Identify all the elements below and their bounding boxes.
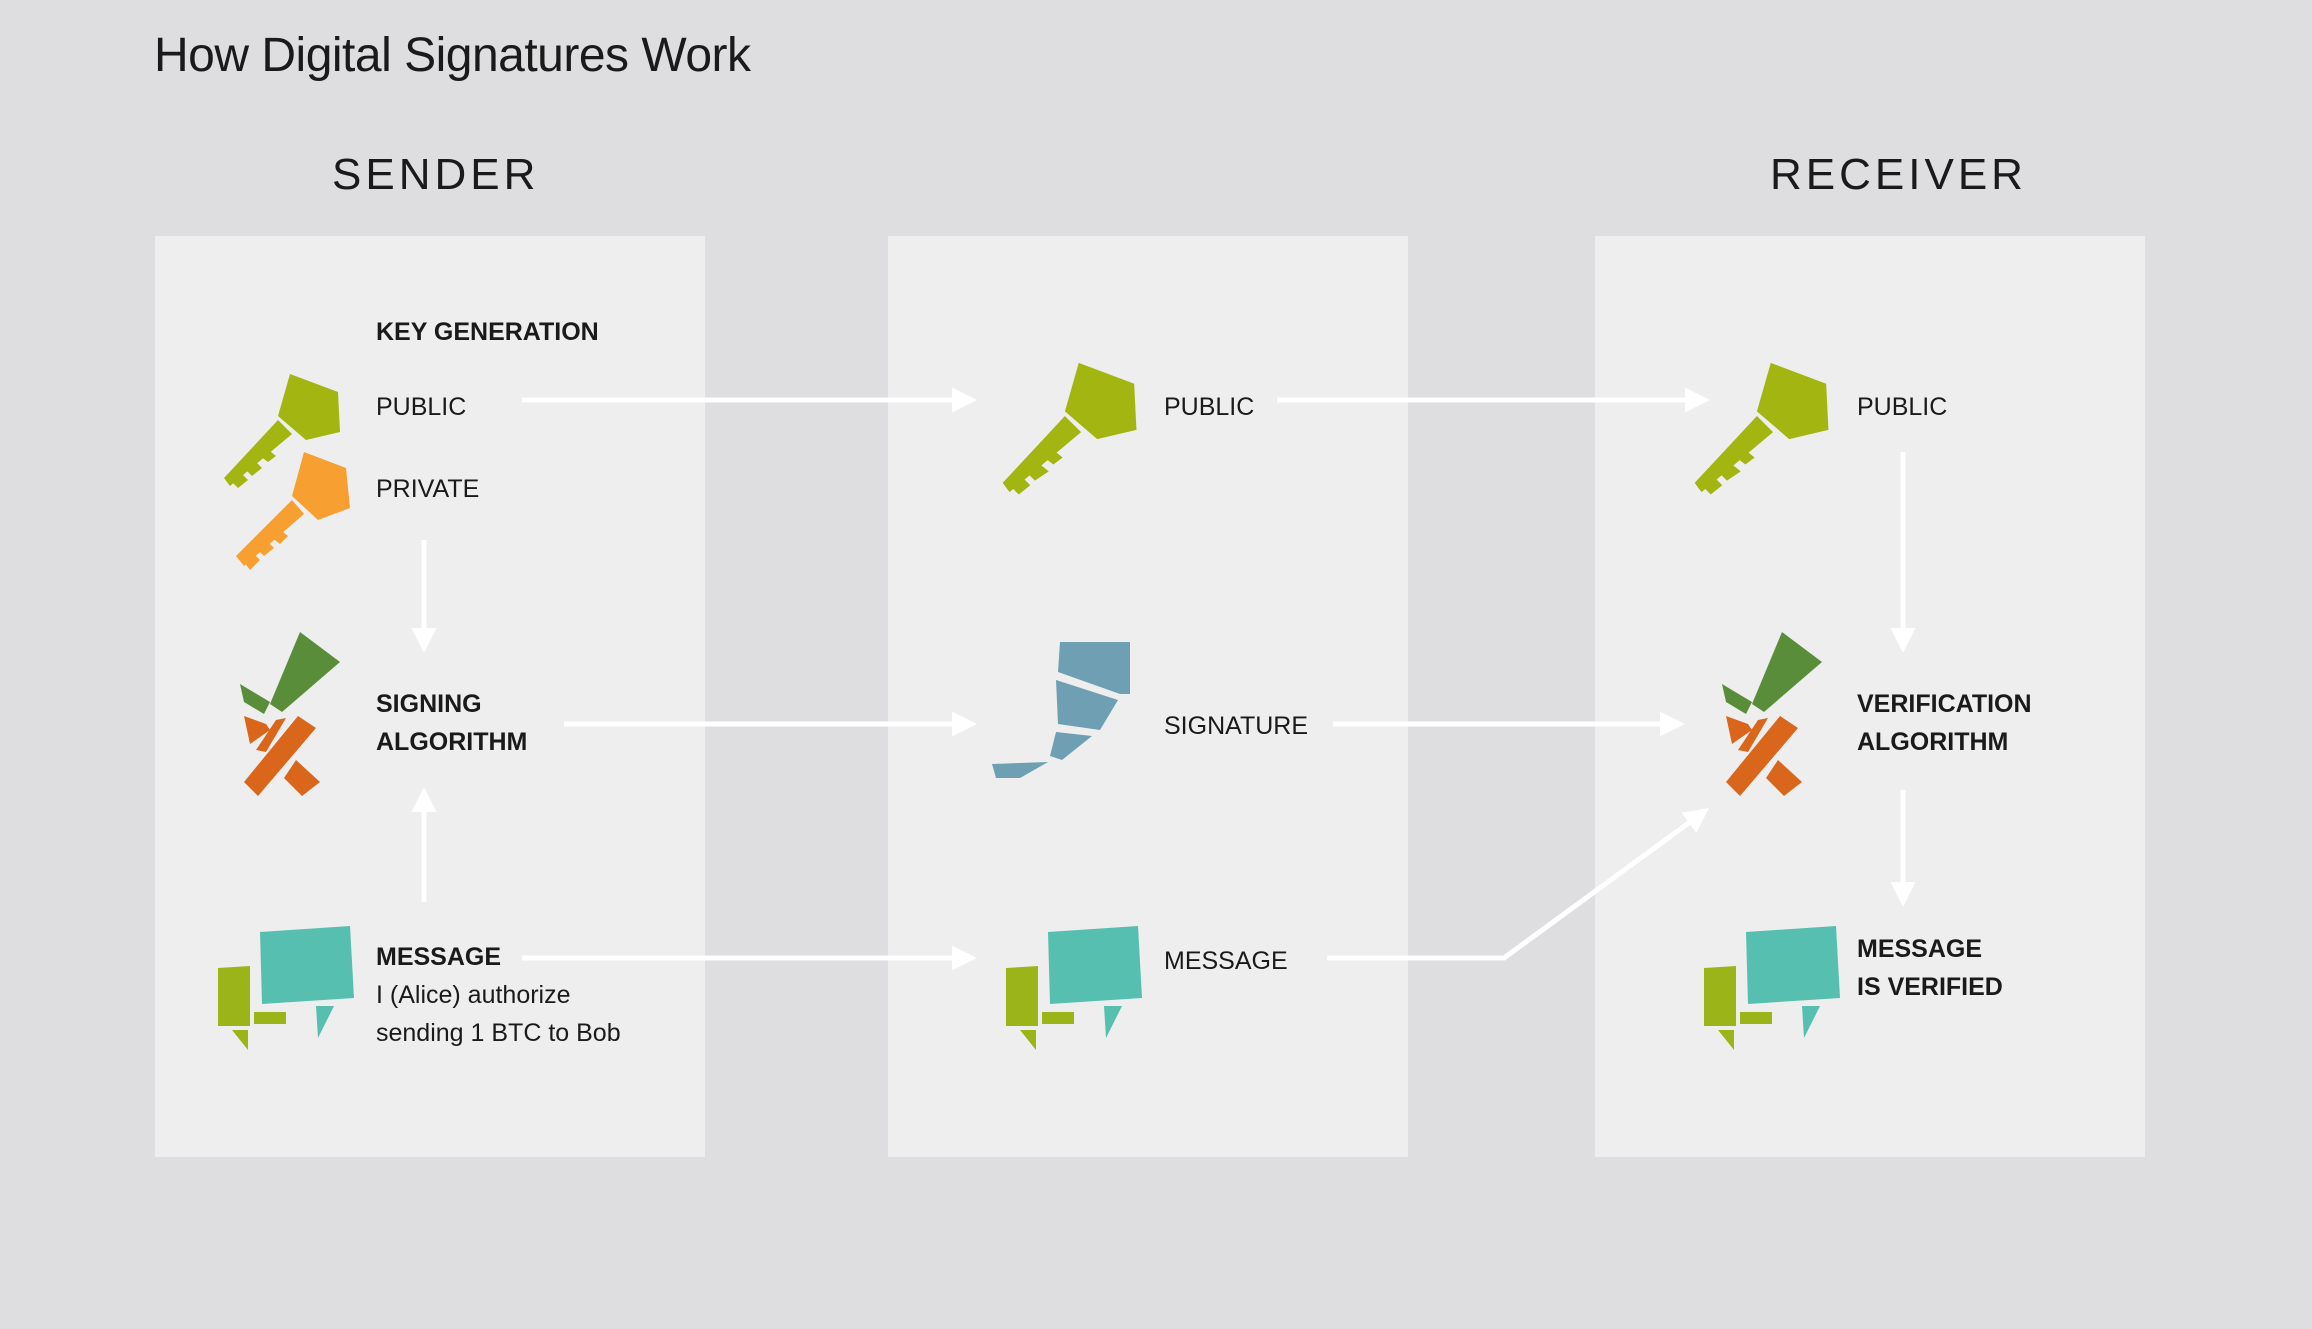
diagram-title: How Digital Signatures Work [154, 29, 751, 82]
public-key-icon [224, 374, 340, 488]
signing-algorithm-line2: ALGORITHM [376, 728, 528, 756]
algorithm-icon [1722, 632, 1822, 796]
message-icon [1006, 926, 1142, 1050]
transfer-message-label: MESSAGE [1164, 947, 1288, 975]
sender-message-title: MESSAGE [376, 943, 502, 971]
sender-message-line2: sending 1 BTC to Bob [376, 1019, 621, 1047]
message-icon [218, 926, 354, 1050]
receiver-heading: RECEIVER [1770, 150, 2027, 199]
sender-heading: SENDER [332, 150, 540, 199]
receiver-public-label: PUBLIC [1857, 393, 1948, 421]
message-verified-line1: MESSAGE [1857, 935, 1983, 963]
key-generation-label: KEY GENERATION [376, 318, 599, 346]
sender-private-label: PRIVATE [376, 475, 480, 503]
transfer-public-label: PUBLIC [1164, 393, 1255, 421]
signature-icon [992, 642, 1130, 778]
sender-public-label: PUBLIC [376, 393, 467, 421]
public-key-icon [1694, 362, 1829, 495]
sender-message-line1: I (Alice) authorize [376, 981, 571, 1009]
message-verified-line2: IS VERIFIED [1857, 973, 2003, 1001]
arrow-message-to-verification [1327, 808, 1710, 961]
verification-algorithm-line2: ALGORITHM [1857, 728, 2009, 756]
verification-algorithm-line1: VERIFICATION [1857, 690, 2032, 718]
private-key-icon [236, 452, 350, 570]
message-icon [1704, 926, 1840, 1050]
algorithm-icon [240, 632, 340, 796]
signing-algorithm-line1: SIGNING [376, 690, 482, 718]
transfer-signature-label: SIGNATURE [1164, 712, 1308, 740]
public-key-icon [1002, 362, 1137, 495]
